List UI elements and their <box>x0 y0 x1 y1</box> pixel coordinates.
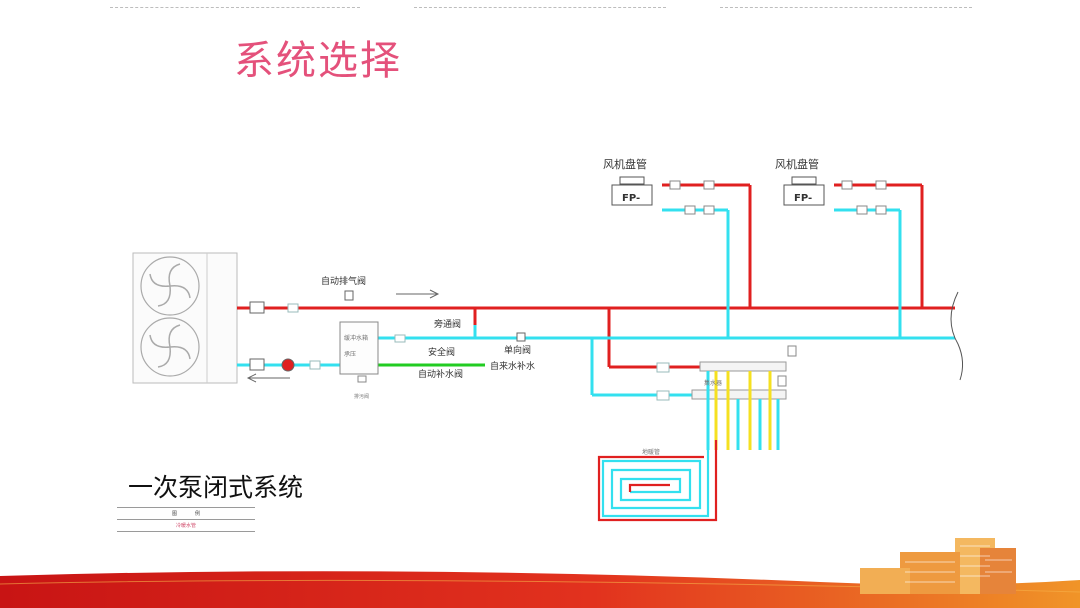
top-divider-1 <box>110 7 360 8</box>
floor-heating-label: 地暖管 <box>642 448 660 456</box>
pipe-break-symbol <box>950 291 964 381</box>
top-divider-3 <box>720 7 972 8</box>
inline-valves <box>249 290 670 401</box>
buffer-tank <box>339 321 379 383</box>
floor-loop-risers <box>706 371 780 450</box>
heat-pump-unit <box>132 252 238 384</box>
bypass-valve-label: 旁通阀 <box>434 318 461 330</box>
fan-coil-label-1: 风机盘管 <box>603 157 647 171</box>
building-illustration <box>860 538 1016 594</box>
buffer-tank-label-2: 承压 <box>344 350 356 358</box>
legend-header-b: 例 <box>195 511 201 517</box>
fan-coil-label-2: 风机盘管 <box>775 157 819 171</box>
legend-row: 冷暖水管 <box>117 519 255 532</box>
legend-header-row: 图 例 <box>117 507 255 519</box>
slide-title: 系统选择 <box>234 38 402 84</box>
fan-coil-unit-1 <box>611 176 715 215</box>
top-divider-2 <box>414 7 666 8</box>
legend-header-a: 图 <box>171 511 177 517</box>
drain-valve-label: 排污阀 <box>354 393 369 400</box>
buffer-tank-label-1: 缓冲水箱 <box>344 334 368 342</box>
auto-makeup-valve-label: 自动补水阀 <box>418 368 463 380</box>
fp-tag-1: FP- <box>622 193 640 204</box>
legend-row-label: 冷暖水管 <box>175 523 196 529</box>
floor-heating-coil <box>597 440 718 522</box>
footer-decoration <box>0 538 1080 608</box>
manifold-label: 集水器 <box>704 379 722 387</box>
system-type-caption: 一次泵闭式系统 <box>128 473 304 502</box>
diagram-legend: 图 例 冷暖水管 <box>117 507 255 532</box>
fp-tag-2: FP- <box>794 193 812 204</box>
tap-water-makeup-label: 自来水补水 <box>490 360 535 372</box>
fan-coil-unit-2 <box>783 176 887 215</box>
auto-vent-valve-label: 自动排气阀 <box>321 275 366 287</box>
safety-valve-label: 安全阀 <box>428 346 455 358</box>
flow-arrows <box>246 289 440 383</box>
check-valve-label: 单向阀 <box>504 344 531 356</box>
